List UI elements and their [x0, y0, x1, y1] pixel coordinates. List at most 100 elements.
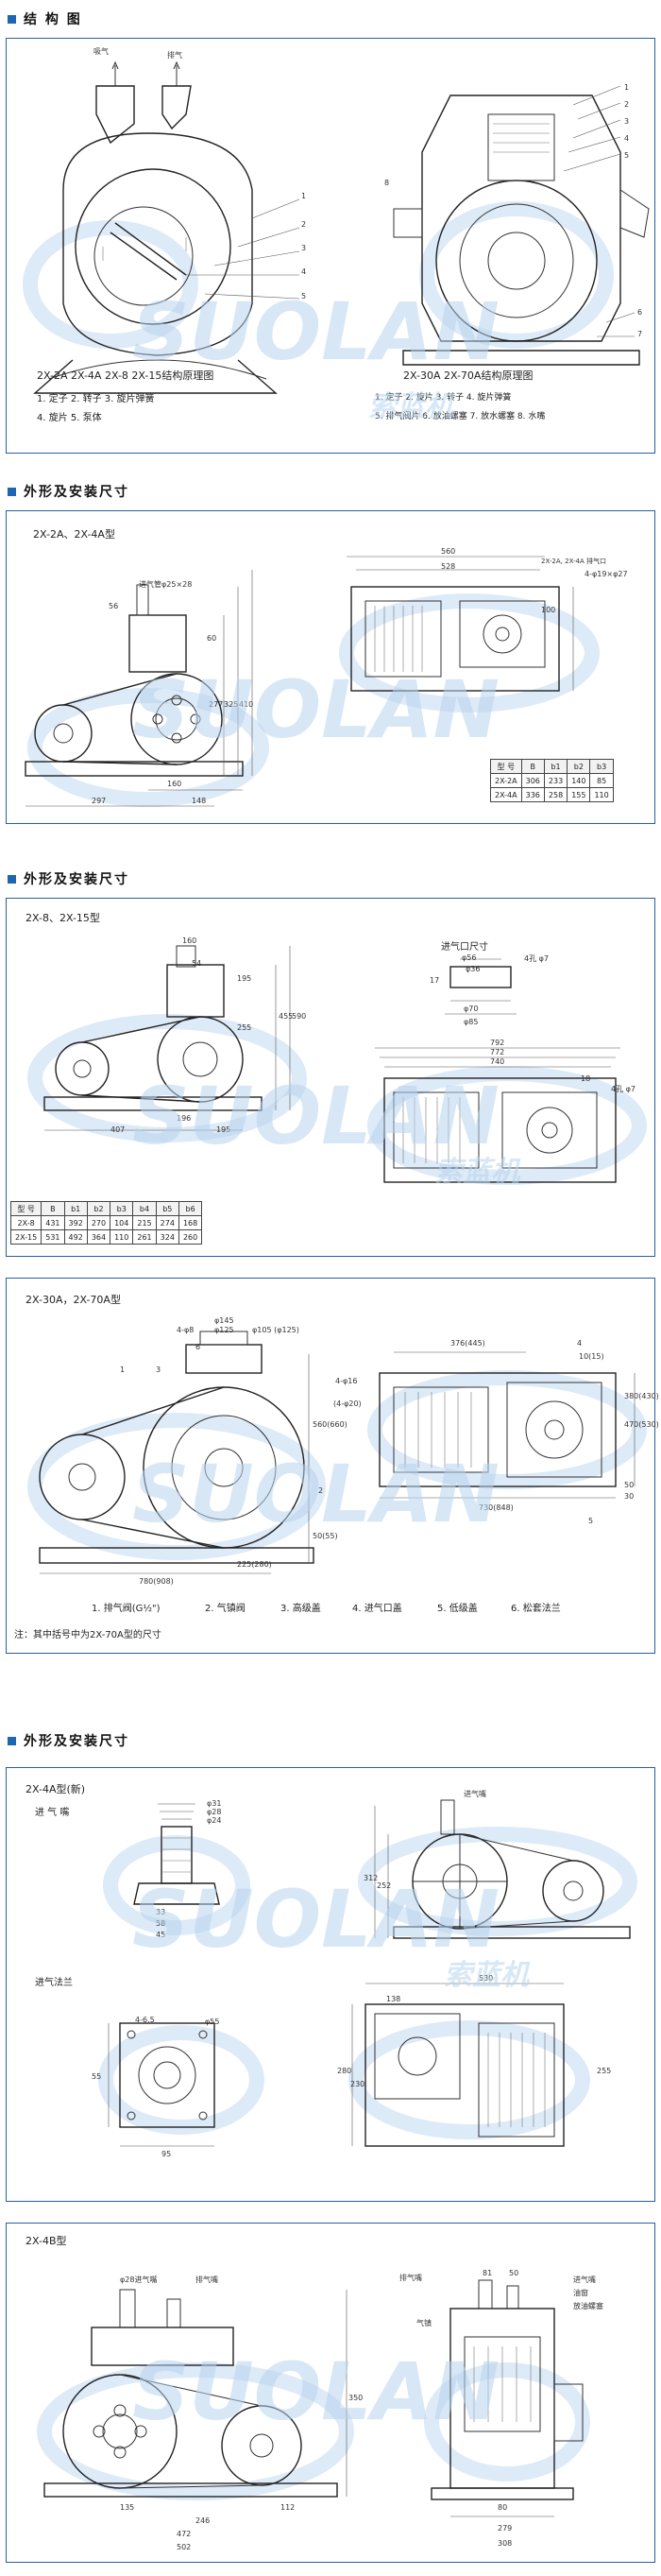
dim-502: 502 — [177, 2543, 192, 2551]
dim-407: 407 — [110, 1125, 126, 1134]
th-b1: b1 — [543, 759, 568, 774]
dim-50-55: 50(55) — [313, 1532, 338, 1540]
section-head-structure: 结 构 图 — [8, 8, 82, 30]
table-header-row: 型 号 B b1 b2 b3 b4 b5 b6 — [9, 1201, 203, 1216]
dim-4-16: 4-φ16 — [335, 1377, 358, 1385]
dim-112: 112 — [280, 2503, 296, 2512]
inlet-note: 进气管φ25×28 — [139, 580, 193, 589]
watermark-latin: SUOLAN — [132, 1448, 500, 1540]
table-row: 2X-8 431 392 270 104 215 274 168 — [9, 1215, 203, 1230]
callout-r1: 1 — [624, 83, 630, 92]
dim-279: 279 — [498, 2524, 513, 2533]
inlet-label: φ28进气嘴 — [120, 2275, 158, 2284]
dim-560-660: 560(660) — [313, 1420, 347, 1429]
dim-590: 590 — [292, 1012, 307, 1021]
watermark-6: SUOLAN — [132, 2345, 500, 2438]
dim-528: 528 — [441, 562, 456, 571]
dim-50: 50 — [509, 2269, 519, 2277]
legend-5: 5. 低级盖 — [437, 1604, 478, 1614]
dim-45: 45 — [156, 1931, 166, 1939]
model-title: 2X-8、2X-15型 — [25, 912, 100, 924]
watermark-cn: 索蓝机 — [444, 1959, 531, 1992]
footnote: 注：其中括号中为2X-70A型的尺寸 — [14, 1630, 161, 1640]
watermark-cn-2: 索蓝机 — [434, 1156, 521, 1189]
dim-160: 160 — [182, 936, 197, 945]
dim-225-280: 225(280) — [237, 1560, 272, 1569]
table-cell: 270 — [86, 1215, 111, 1230]
flange-drawing — [98, 2022, 264, 2147]
table-cell: 2X-2A — [490, 773, 522, 788]
table-cell: b2 — [86, 1201, 111, 1216]
plan-8-15 — [367, 1047, 647, 1185]
parts-right-2: 5. 排气阀片 6. 放油螺塞 7. 放水螺塞 8. 水嘴 — [375, 412, 546, 421]
flange-d70: φ70 — [464, 1005, 479, 1013]
side-4b — [424, 2279, 590, 2517]
callout-1: 1 — [120, 1365, 126, 1374]
table-cell: 260 — [178, 1229, 203, 1245]
watermark-latin: SUOLAN — [132, 2345, 500, 2438]
table-cell: 364 — [86, 1229, 111, 1245]
elevation-30-70 — [27, 1331, 326, 1574]
dim-holes-b: 4孔 φ7 — [611, 1085, 636, 1093]
table-cell: 258 — [543, 787, 568, 802]
dim-80: 80 — [498, 2503, 508, 2512]
callout-3: 3 — [301, 244, 307, 252]
table-cell: 531 — [41, 1229, 65, 1245]
right-label-inlet: 进气嘴 — [573, 2275, 596, 2284]
table-cell: 215 — [132, 1215, 157, 1230]
legend-6: 6. 松套法兰 — [511, 1604, 561, 1614]
callout-3: 3 — [156, 1365, 161, 1374]
dim-145: φ145 — [214, 1316, 234, 1325]
flange-label: 进气法兰 — [35, 1978, 73, 1988]
dim-455: 455 — [279, 1012, 294, 1021]
section-head-dims3: 外形及安装尺寸 — [8, 1729, 129, 1752]
dim-472: 472 — [177, 2530, 192, 2538]
section-head-dims1: 外形及安装尺寸 — [8, 480, 129, 503]
table-row: 2X-2A 306 233 140 85 — [490, 773, 614, 788]
table-cell: 110 — [110, 1229, 134, 1245]
section-title: 结 构 图 — [24, 12, 82, 27]
elevation-4a-new — [358, 1799, 637, 1939]
dim-312: 312 — [364, 1874, 379, 1882]
dim-125: φ125 — [214, 1326, 234, 1334]
dim-376-445: 376(445) — [450, 1339, 485, 1348]
section-bullet — [8, 487, 16, 496]
dim-33: 33 — [156, 1908, 166, 1916]
dim-55-side: 55 — [92, 2072, 102, 2081]
dim-55-circle: φ55 — [205, 2018, 220, 2026]
table-cell: 155 — [567, 787, 591, 802]
callout-5: 5 — [301, 292, 307, 301]
top-right-label: 进气嘴 — [464, 1790, 486, 1798]
dim-325: 325 — [224, 700, 239, 709]
flange-d36: φ36 — [466, 965, 481, 973]
legend-4: 4. 进气口盖 — [352, 1604, 402, 1614]
callout-4: 4 — [301, 267, 307, 276]
right-label-drain: 放油螺塞 — [573, 2302, 603, 2310]
dim-308: 308 — [498, 2539, 513, 2548]
dim-58: 58 — [156, 1919, 166, 1928]
dim-30: 30 — [624, 1492, 635, 1501]
dim-280: 280 — [337, 2067, 352, 2075]
table-cell: 110 — [589, 787, 614, 802]
right-label-outlet: 排气嘴 — [399, 2274, 422, 2282]
dim-138: 138 — [386, 1995, 401, 2003]
panel-8-15: 2X-8、2X-15型 160 54 195 255 455 590 407 1… — [6, 898, 655, 1257]
dim-18: 18 — [581, 1074, 591, 1083]
legend-2: 2. 气镇阀 — [205, 1604, 246, 1614]
dim-10-15: 10(15) — [579, 1352, 604, 1361]
dim-230: 230 — [350, 2080, 365, 2088]
callout-r2: 2 — [624, 100, 630, 109]
flange-title: 进气口尺寸 — [441, 942, 488, 953]
table-cell: 274 — [155, 1215, 179, 1230]
dim-160: 160 — [167, 780, 182, 788]
callout-r6: 6 — [637, 308, 643, 317]
dim-50: 50 — [624, 1481, 635, 1489]
dim-792: 792 — [490, 1039, 505, 1047]
dim-350: 350 — [348, 2394, 364, 2402]
table-cell: 492 — [63, 1229, 88, 1245]
right-label-sight: 油窗 — [573, 2289, 588, 2297]
dim-730-848: 730(848) — [479, 1503, 514, 1512]
inlet-label: 进 气 嘴 — [35, 1808, 70, 1818]
model-title: 2X-4B型 — [25, 2235, 67, 2247]
dim-780-908: 780(908) — [139, 1577, 174, 1586]
